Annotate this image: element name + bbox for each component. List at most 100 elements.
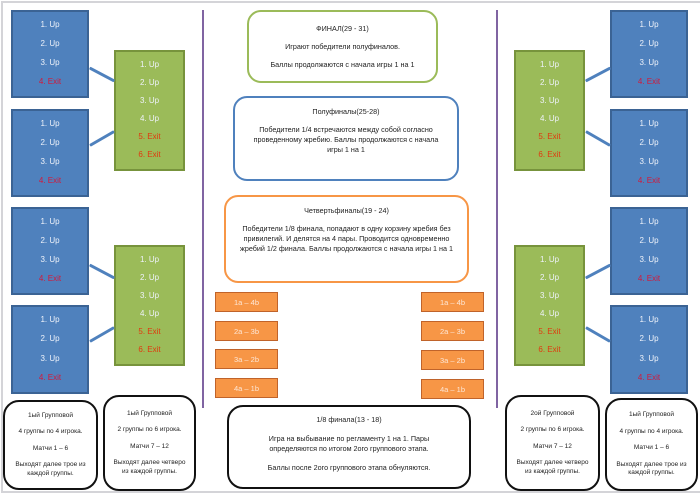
advance-slot: 2. Up: [639, 39, 659, 48]
advance-slot: 2. Up: [40, 138, 60, 147]
group-info-format: 4 группы по 4 игрока.: [18, 428, 83, 436]
group-info-matches: Матчи 7 – 12: [130, 442, 169, 450]
quarterfinal-stage-box: Четвертьфиналы(19 - 24) Победители 1/8 ф…: [224, 195, 469, 283]
group-info-format: 2 группы по 6 игрока.: [117, 426, 182, 434]
advance-slot: 2. Up: [139, 272, 160, 282]
advance-slot: 1. Up: [40, 315, 60, 325]
group-info-format: 2 группы по 6 игрока.: [520, 426, 585, 434]
left-pair-2: 2a – 3b: [215, 321, 278, 341]
right-green-group-1: 1. Up 2. Up 3. Up 4. Up 5. Exit 6. Exit: [514, 50, 585, 171]
advance-slot: 3. Up: [639, 157, 659, 166]
right-pair-4: 4a – 1b: [421, 379, 484, 399]
exit-slot: 4. Exit: [637, 372, 661, 382]
final-line-2: Баллы продолжаются с начала игры 1 на 1: [270, 59, 415, 69]
exit-slot: 6. Exit: [138, 345, 161, 355]
advance-slot: 3. Up: [639, 58, 659, 67]
semifinal-stage-box: Полуфиналы(25-28) Победители 1/4 встреча…: [233, 96, 459, 181]
group-info-advance: Выходят далее четверо из каждой группы.: [516, 459, 589, 475]
group-info-matches: Матчи 1 – 6: [32, 444, 69, 452]
exit-slot: 5. Exit: [538, 327, 561, 337]
advance-slot: 3. Up: [40, 255, 60, 264]
advance-slot: 1. Up: [539, 59, 560, 69]
semifinal-text: Победители 1/4 встречаются между собой с…: [253, 125, 439, 154]
group-info-left-first: 1ый Групповой 4 группы по 4 игрока. Матч…: [3, 400, 98, 490]
exit-slot: 4. Exit: [637, 77, 661, 86]
right-pair-2: 2a – 3b: [421, 321, 484, 341]
advance-slot: 4. Up: [539, 114, 560, 124]
round-of-16-line-1: Игра на выбывание по регламенту 1 на 1. …: [268, 434, 430, 453]
advance-slot: 3. Up: [40, 353, 60, 363]
advance-slot: 4. Up: [139, 309, 160, 319]
advance-slot: 2. Up: [639, 236, 659, 245]
advance-slot: 3. Up: [139, 95, 160, 105]
exit-slot: 4. Exit: [38, 176, 62, 185]
advance-slot: 3. Up: [40, 58, 60, 67]
group-info-title: 1ый Групповой: [629, 411, 674, 419]
advance-slot: 1. Up: [639, 217, 659, 226]
advance-slot: 1. Up: [639, 119, 659, 128]
group-info-advance: Выходят далее четверо из каждой группы.: [113, 459, 186, 475]
right-divider: [496, 10, 498, 408]
final-line-1: Играют победители полуфиналов.: [285, 41, 400, 51]
exit-slot: 5. Exit: [138, 327, 161, 337]
advance-slot: 2. Up: [40, 39, 60, 48]
advance-slot: 4. Up: [139, 114, 160, 124]
advance-slot: 1. Up: [40, 20, 60, 29]
advance-slot: 3. Up: [539, 95, 560, 105]
round-of-16-title: 1/8 финала(13 - 18): [316, 415, 382, 424]
advance-slot: 4. Up: [539, 309, 560, 319]
group-info-title: 2ой Групповой: [530, 409, 575, 417]
exit-slot: 4. Exit: [637, 274, 661, 283]
group-info-title: 1ый Групповой: [28, 411, 73, 419]
group-info-matches: Матчи 1 – 6: [633, 444, 670, 452]
right-pair-3: 3a – 2b: [421, 350, 484, 370]
left-blue-group-2: 1. Up 2. Up 3. Up 4. Exit: [11, 109, 89, 197]
advance-slot: 3. Up: [639, 353, 659, 363]
left-blue-group-1: 1. Up 2. Up 3. Up 4. Exit: [11, 10, 89, 98]
advance-slot: 2. Up: [539, 77, 560, 87]
exit-slot: 4. Exit: [38, 372, 62, 382]
advance-slot: 3. Up: [539, 290, 560, 300]
exit-slot: 6. Exit: [538, 150, 561, 160]
advance-slot: 3. Up: [40, 157, 60, 166]
advance-slot: 1. Up: [40, 217, 60, 226]
semifinal-title: Полуфиналы(25-28): [312, 107, 380, 116]
final-title: ФИНАЛ(29 - 31): [316, 23, 369, 33]
left-pair-1: 1a – 4b: [215, 292, 278, 312]
advance-slot: 1. Up: [639, 315, 659, 325]
advance-slot: 2. Up: [639, 334, 659, 344]
advance-slot: 1. Up: [139, 254, 160, 264]
group-info-right-first: 1ый Групповой 4 группы по 4 игрока. Матч…: [605, 398, 698, 491]
quarterfinal-title: Четвертьфиналы(19 - 24): [304, 206, 389, 215]
quarterfinal-text: Победители 1/8 финала, попадают в одну к…: [240, 224, 453, 253]
group-info-advance: Выходят далее трое из каждой группы.: [616, 460, 687, 477]
group-info-advance: Выходят далее трое из каждой группы.: [15, 461, 86, 477]
final-stage-box: ФИНАЛ(29 - 31) Играют победители полуфин…: [247, 10, 438, 83]
advance-slot: 2. Up: [40, 236, 60, 245]
exit-slot: 6. Exit: [538, 345, 561, 355]
exit-slot: 6. Exit: [138, 150, 161, 160]
round-of-16-line-2: Баллы после 2ого группового этапа обнуля…: [267, 463, 431, 472]
advance-slot: 1. Up: [139, 59, 160, 69]
group-info-right-second: 2ой Групповой 2 группы по 6 игрока. Матч…: [505, 395, 600, 491]
right-pair-1: 1a – 4b: [421, 292, 484, 312]
exit-slot: 5. Exit: [538, 132, 561, 142]
advance-slot: 2. Up: [139, 77, 160, 87]
advance-slot: 2. Up: [639, 138, 659, 147]
exit-slot: 4. Exit: [38, 77, 62, 86]
group-info-matches: Матчи 7 – 12: [533, 442, 572, 450]
group-info-format: 4 группы по 4 игрока.: [619, 427, 684, 435]
advance-slot: 1. Up: [40, 119, 60, 128]
group-info-title: 1ый Групповой: [127, 409, 172, 417]
advance-slot: 1. Up: [539, 254, 560, 264]
left-pair-4: 4a – 1b: [215, 378, 278, 398]
